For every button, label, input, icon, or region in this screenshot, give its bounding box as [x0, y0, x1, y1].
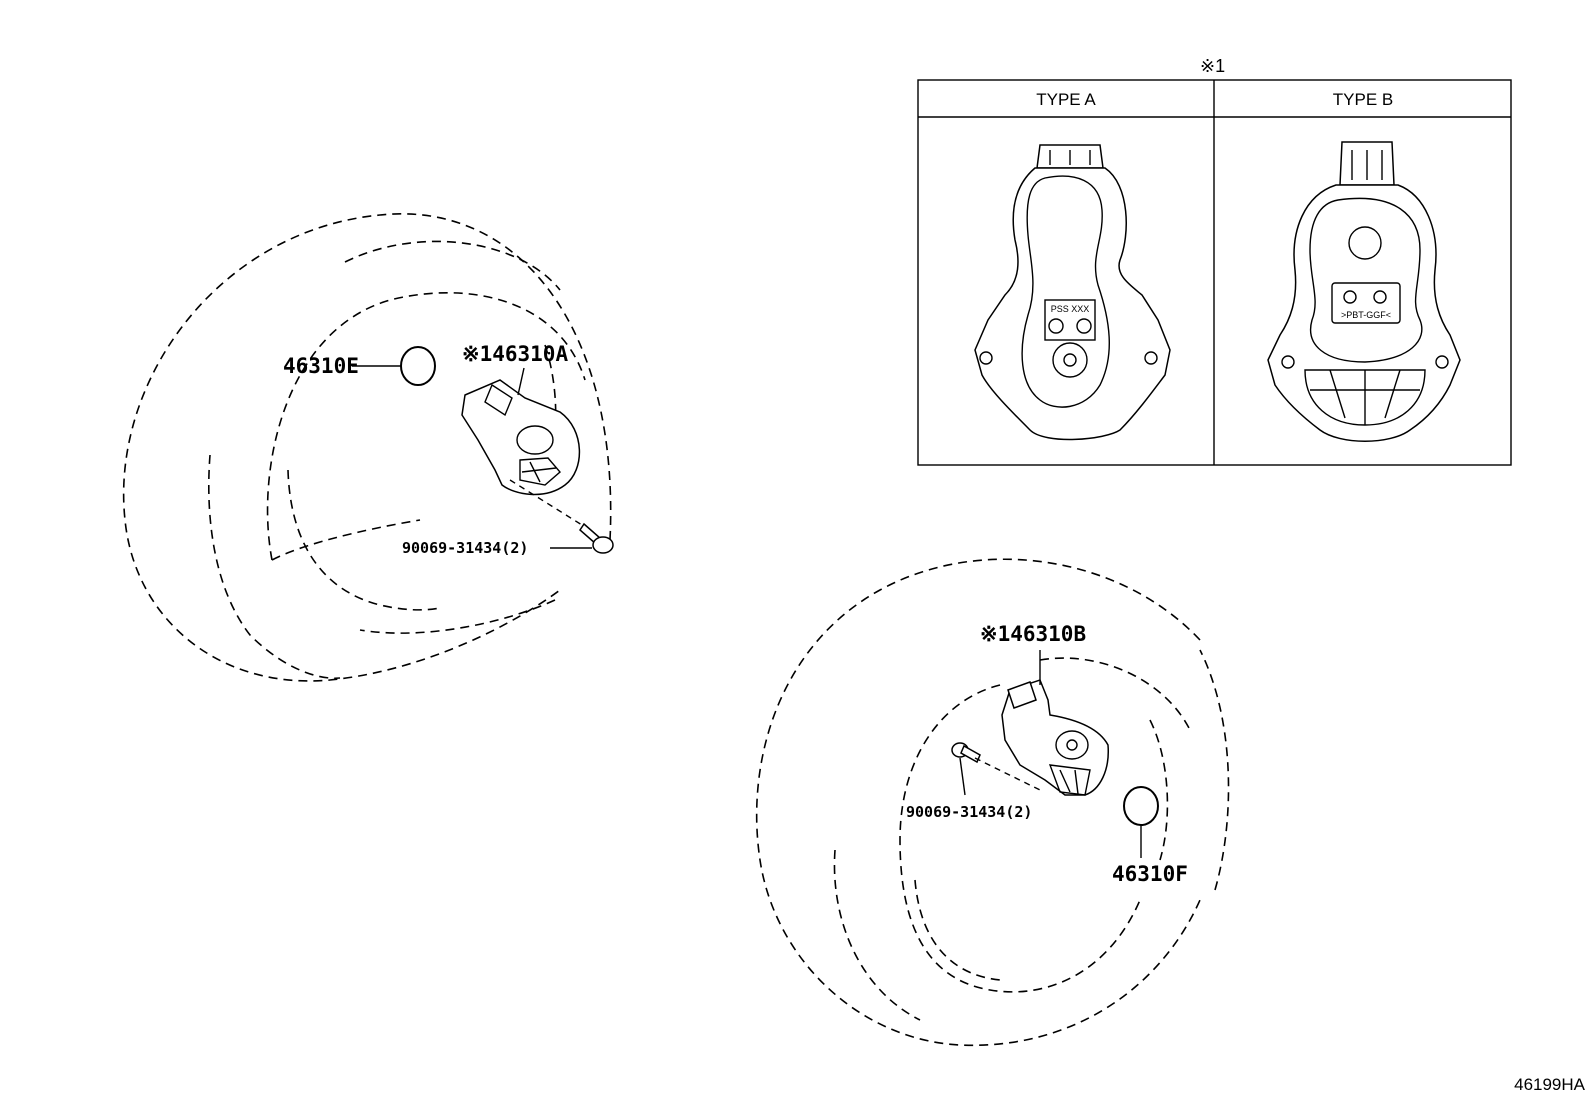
label-sensor-lower: ※146310B	[980, 622, 1086, 646]
label-sensor-upper: ※146310A	[462, 342, 568, 366]
type-table	[917, 79, 1512, 466]
type-a-marking: PSS XXX	[1051, 304, 1090, 314]
type-a-header: TYPE A	[1036, 90, 1096, 109]
sensor-type-a	[974, 144, 1171, 441]
label-gasket-lower: 46310F	[1112, 862, 1188, 886]
type-b-header: TYPE B	[1333, 90, 1393, 109]
bolt-upper	[579, 522, 614, 554]
type-b-marking: >PBT-GGF<	[1341, 310, 1391, 320]
gasket-46310e	[400, 346, 436, 386]
sensor-type-b	[1267, 141, 1461, 442]
sensor-46310b	[1001, 679, 1109, 796]
lower-wheel	[755, 558, 1230, 1047]
label-gasket-upper: 46310E	[283, 354, 359, 378]
note-mark: ※1	[1200, 56, 1225, 76]
label-bolt-lower: 90069-31434(2)	[906, 803, 1032, 821]
sensor-46310a	[461, 379, 581, 496]
illustration-id: 46199HA	[1514, 1075, 1586, 1094]
label-bolt-upper: 90069-31434(2)	[402, 539, 528, 557]
gasket-46310f	[1123, 786, 1159, 826]
upper-wheel	[122, 213, 612, 682]
